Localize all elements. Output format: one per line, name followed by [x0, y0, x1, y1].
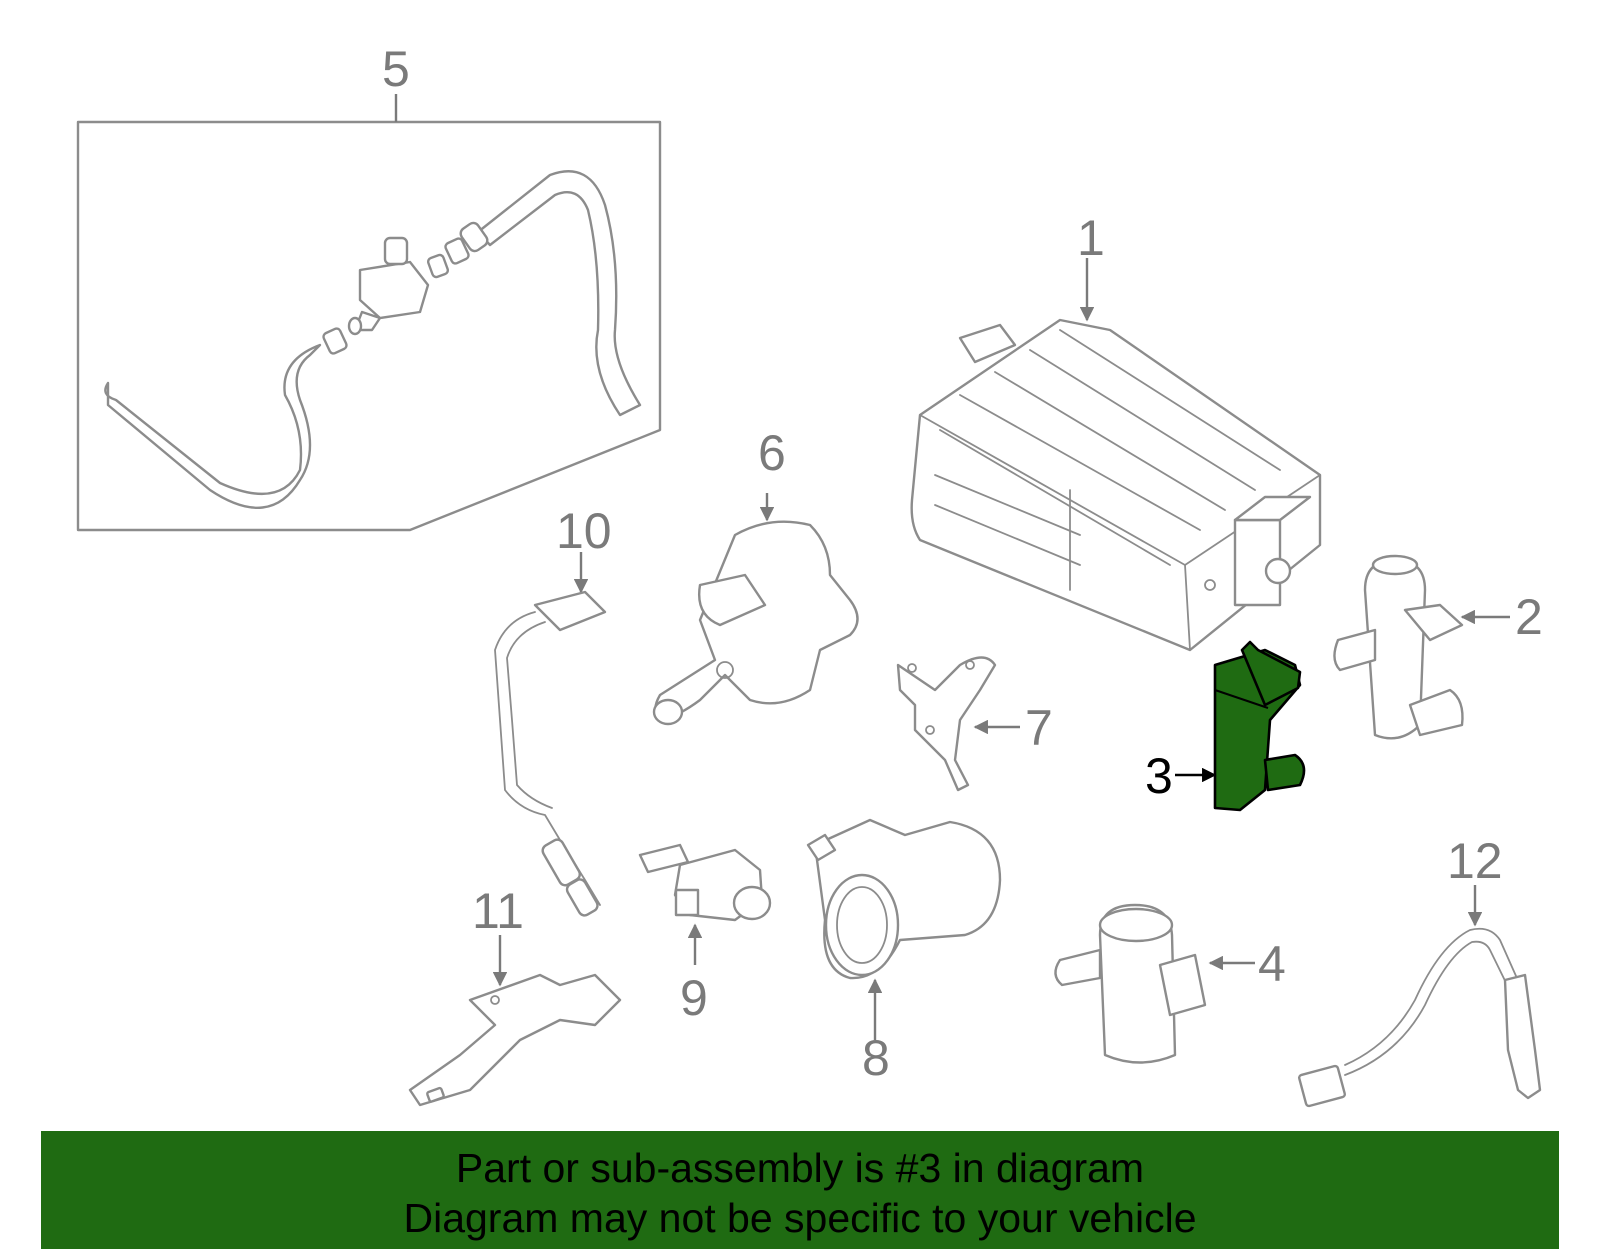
- part-5-hose-kit: [76, 94, 662, 532]
- part-10-oxygen-sensor: [494, 552, 607, 917]
- part-6-solenoid: [652, 493, 859, 726]
- callout-9: 9: [680, 970, 708, 1026]
- callout-4: 4: [1258, 936, 1286, 992]
- callout-8: 8: [862, 1030, 890, 1086]
- banner-line-1: Part or sub-assembly is #3 in diagram: [455, 1145, 1145, 1191]
- callout-3: 3: [1145, 748, 1173, 804]
- part-7-bracket: [896, 656, 1020, 792]
- part-12-oxygen-sensor: [1298, 885, 1542, 1108]
- part-1-canister: [910, 258, 1322, 652]
- callout-11: 11: [472, 883, 524, 939]
- part-3-purge-valve: [1175, 640, 1306, 812]
- callout-7: 7: [1025, 700, 1053, 756]
- banner-line-2: Diagram may not be specific to your vehi…: [403, 1195, 1197, 1241]
- callout-2: 2: [1515, 589, 1543, 645]
- callout-5: 5: [382, 41, 410, 97]
- part-11-bracket: [408, 935, 622, 1107]
- callout-12: 12: [1447, 833, 1503, 889]
- part-2-vent-valve: [1333, 554, 1510, 740]
- part-8-filter: [806, 818, 1002, 1040]
- callout-10: 10: [556, 503, 612, 559]
- diagram-notice-banner: Part or sub-assembly is #3 in diagram Di…: [41, 1131, 1559, 1249]
- part-4-drain-filter: [1054, 903, 1255, 1064]
- callout-6: 6: [758, 425, 786, 481]
- part-9-sensor: [638, 843, 772, 965]
- callout-1: 1: [1077, 210, 1105, 266]
